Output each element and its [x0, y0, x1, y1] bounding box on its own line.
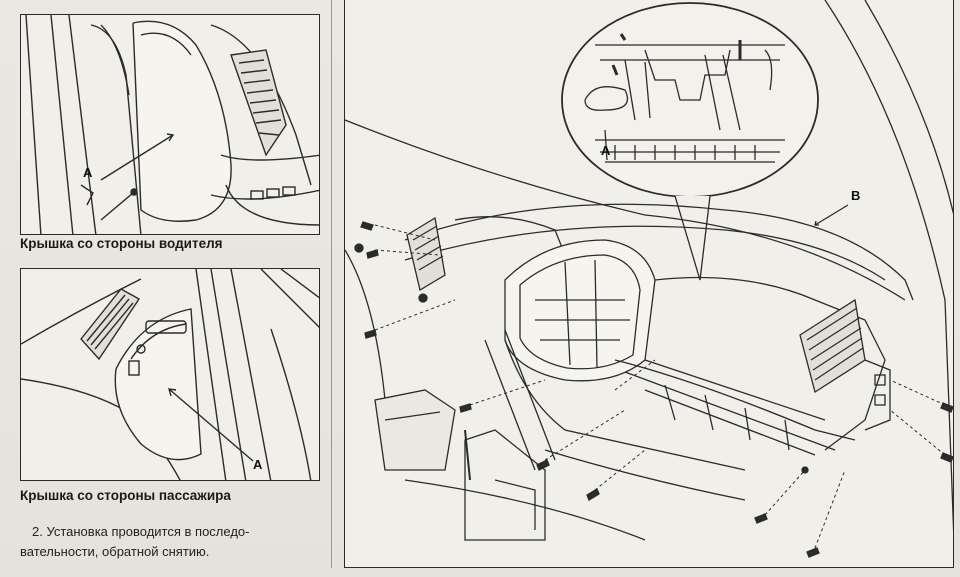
driver-callout-a: A — [83, 165, 93, 180]
column-divider — [331, 0, 332, 568]
main-callout-b: B — [851, 188, 861, 203]
dashboard-drawing — [345, 0, 953, 558]
passenger-cover-drawing — [21, 269, 319, 480]
dashboard-removal-illustration: A B — [344, 0, 954, 568]
driver-cover-illustration: A — [20, 14, 320, 235]
driver-cover-caption: Крышка со стороны водителя — [20, 236, 223, 251]
main-callout-a: A — [601, 143, 611, 158]
installation-note-line-2: вательности, обратной снятию. — [20, 544, 210, 559]
installation-note-line-1: 2. Установка проводится в последо- — [32, 524, 250, 539]
passenger-callout-a: A — [253, 457, 263, 472]
passenger-cover-illustration: A — [20, 268, 320, 481]
passenger-cover-caption: Крышка со стороны пассажира — [20, 488, 231, 503]
driver-cover-drawing — [25, 15, 319, 234]
installation-note: 2. Установка проводится в последо- вател… — [20, 522, 320, 562]
